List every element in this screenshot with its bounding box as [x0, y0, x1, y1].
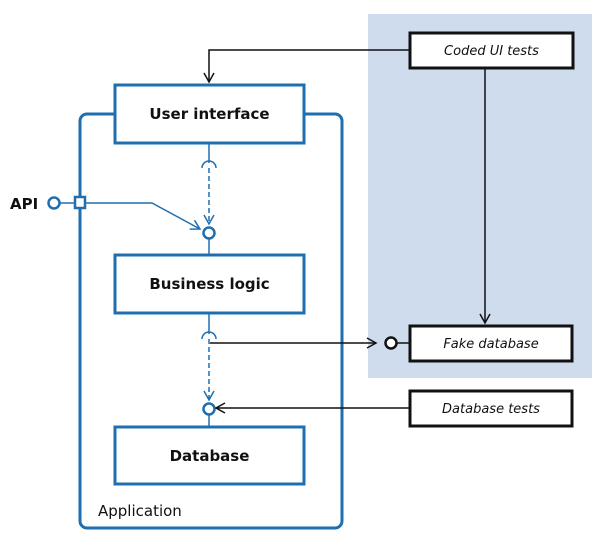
test-coded-ui-tests[interactable]: Coded UI tests: [408, 31, 575, 70]
api-delegation-line: [85, 202, 202, 230]
ui-socket-icon: [201, 160, 217, 169]
application-label: Application: [98, 502, 182, 520]
test-label: Database tests: [442, 402, 540, 417]
db-interface-lollipop-icon: [202, 402, 216, 416]
component-label: Business logic: [149, 275, 269, 293]
component-business-logic[interactable]: Business logic: [113, 253, 306, 315]
api-lollipop-icon: [47, 196, 61, 210]
api-label: API: [10, 195, 38, 213]
test-label: Fake database: [443, 337, 538, 352]
test-label: Coded UI tests: [444, 44, 539, 59]
fake-db-lollipop-icon: [384, 336, 398, 350]
api-port-icon[interactable]: [73, 195, 87, 210]
test-fake-database[interactable]: Fake database: [408, 324, 574, 363]
coded-ui-to-ui-line: [203, 49, 409, 84]
component-database[interactable]: Database: [113, 425, 306, 486]
logic-interface-lollipop-icon: [202, 226, 216, 240]
test-database-tests[interactable]: Database tests: [408, 389, 574, 428]
component-user-interface[interactable]: User interface: [113, 83, 306, 145]
component-label: Database: [170, 447, 250, 465]
logic-socket-icon: [201, 331, 217, 340]
component-label: User interface: [149, 105, 269, 123]
